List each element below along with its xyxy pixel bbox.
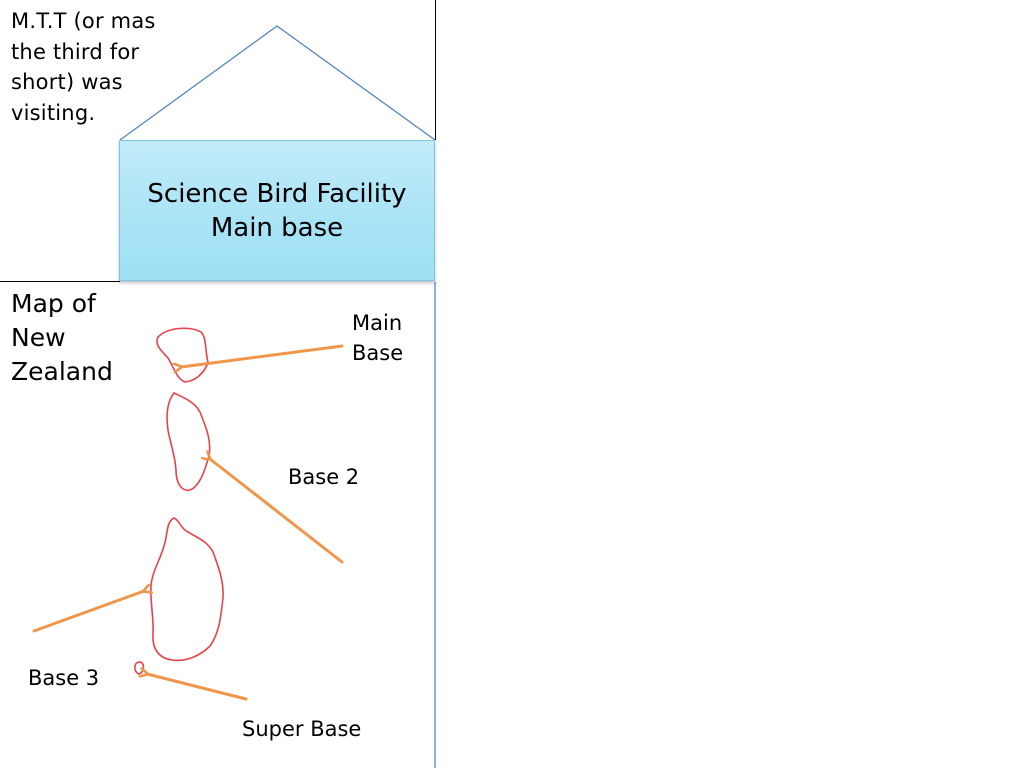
island-south <box>150 517 224 662</box>
island-north <box>156 327 209 383</box>
arrow-base-3 <box>32 591 144 633</box>
divider-vertical-bottom <box>434 282 436 768</box>
label-base-3: Base 3 <box>28 666 100 690</box>
label-base-2: Base 2 <box>288 465 360 489</box>
arrow-main-base <box>181 344 344 367</box>
island-tiny <box>134 661 145 675</box>
divider-horizontal <box>0 281 120 282</box>
map-title: Map of New Zealand <box>11 289 113 386</box>
label-super-base: Super Base <box>242 717 362 741</box>
label-main-base: Main Base <box>352 311 404 365</box>
facility-box: Science Bird Facility Main base <box>119 140 435 281</box>
arrow-base-2 <box>210 459 344 564</box>
visit-note: M.T.T (or mas the third for short) was v… <box>11 9 156 125</box>
arrow-super-base <box>147 674 248 701</box>
divider-vertical-top <box>435 0 436 140</box>
island-middle <box>166 391 211 492</box>
facility-title: Science Bird Facility Main base <box>147 178 407 243</box>
